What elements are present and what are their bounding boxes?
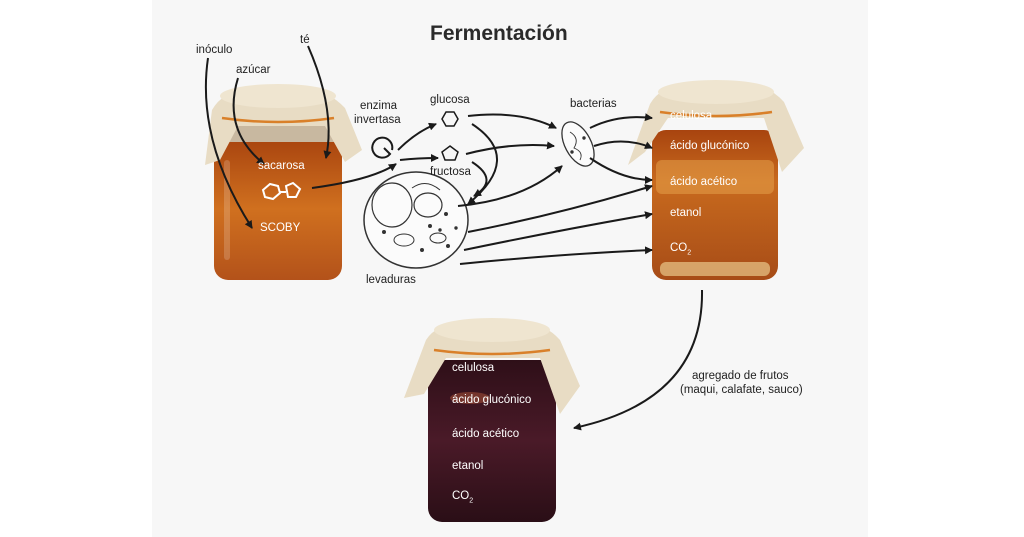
bacteria-cell-icon xyxy=(561,121,595,167)
label-sacarosa: sacarosa xyxy=(258,160,305,172)
arrow-enzyme-to-glucose xyxy=(397,122,437,151)
arrow-jar2-to-jar3 xyxy=(573,289,704,431)
jar-1-lid xyxy=(220,84,336,108)
jar-2-cloth xyxy=(628,82,804,172)
label-glucosa: glucosa xyxy=(430,94,470,106)
jar3-label-acido-gluconico: ácido glucónico xyxy=(452,394,532,406)
label-enzima: enzima xyxy=(360,100,398,112)
jar-2-body xyxy=(652,130,778,280)
arrow-bacteria-to-gluconico xyxy=(593,140,653,149)
jar3-label-co2: CO2 xyxy=(452,490,474,505)
glucose-hexagon-icon xyxy=(441,111,459,127)
label-fructosa: fructosa xyxy=(430,166,471,178)
jar-3-body xyxy=(428,360,556,522)
arrow-yeast-to-co2 xyxy=(459,246,653,265)
fructose-pentagon-icon xyxy=(441,145,459,161)
label-te: té xyxy=(300,34,310,46)
invertase-enzyme-icon xyxy=(371,136,394,159)
jar-3 xyxy=(404,318,580,522)
jar-3-fruit xyxy=(450,392,490,404)
label-levaduras: levaduras xyxy=(366,274,416,286)
arrow-azucar-to-sacarosa xyxy=(232,77,265,165)
jar2-label-etanol: etanol xyxy=(670,207,702,219)
jar2-label-co2: CO2 xyxy=(670,242,692,257)
jar-1-body xyxy=(214,138,342,280)
jar3-label-etanol: etanol xyxy=(452,460,484,472)
jar-2-scoby-layer xyxy=(656,160,774,194)
arrow-te-to-jar xyxy=(307,45,332,159)
label-frutos-list: (maqui, calafate, sauco) xyxy=(680,384,803,396)
label-azucar: azúcar xyxy=(236,64,271,76)
arrow-bacteria-to-acetico xyxy=(589,157,653,184)
left-margin xyxy=(0,0,152,537)
jar2-label-celulosa: celulosa xyxy=(670,110,713,122)
jar-3-band xyxy=(433,348,551,356)
yeast-cell-icon xyxy=(363,171,469,269)
arrow-glucose-to-bacteria xyxy=(467,113,557,129)
arrow-yeast-to-bacteria xyxy=(457,165,563,207)
jar-3-cloth xyxy=(404,320,580,414)
arrow-fructose-to-yeast xyxy=(471,161,488,197)
label-scoby: SCOBY xyxy=(260,222,301,234)
jar-2-lid xyxy=(658,80,774,104)
jar-2-base xyxy=(660,262,770,276)
label-inoculo: inóculo xyxy=(196,44,233,56)
flow-arrows xyxy=(204,45,704,431)
arrow-bacteria-to-celulosa xyxy=(589,113,653,129)
jar-1-band xyxy=(221,116,335,124)
diagram-title: Fermentación xyxy=(430,22,568,45)
jar-2-band xyxy=(659,110,773,118)
arrow-inoculo-to-scoby xyxy=(204,57,253,229)
sucrose-molecule-icon xyxy=(261,181,302,201)
label-agregado-frutos: agregado de frutos xyxy=(692,370,789,382)
label-invertasa: invertasa xyxy=(354,114,401,126)
jar3-label-acido-acetico: ácido acético xyxy=(452,428,520,440)
jar-3-lid xyxy=(434,318,550,342)
arrow-enzyme-to-fructose xyxy=(399,154,439,163)
arrow-yeast-to-acetico xyxy=(467,184,653,233)
arrow-yeast-to-etanol xyxy=(463,211,653,251)
jar2-label-acido-acetico: ácido acético xyxy=(670,176,738,188)
arrow-glucose-to-yeast xyxy=(467,123,498,205)
jar-2 xyxy=(628,80,804,280)
jar-1 xyxy=(205,84,362,280)
right-margin xyxy=(868,0,1024,537)
jar3-label-celulosa: celulosa xyxy=(452,362,495,374)
jar2-label-acido-gluconico: ácido glucónico xyxy=(670,140,750,152)
arrow-fructose-to-bacteria xyxy=(465,141,555,155)
label-bacterias: bacterias xyxy=(570,98,617,110)
arrow-sucrose-to-enzyme xyxy=(311,163,397,189)
